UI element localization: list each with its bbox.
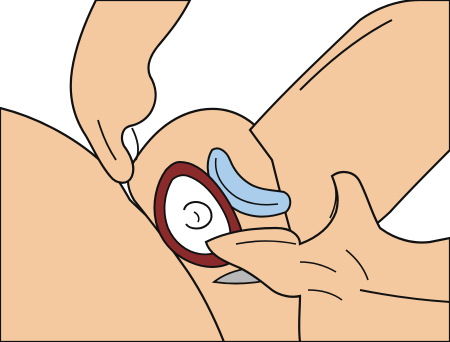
bimanual-exam-drawing — [0, 0, 450, 342]
medical-illustration — [0, 0, 450, 342]
